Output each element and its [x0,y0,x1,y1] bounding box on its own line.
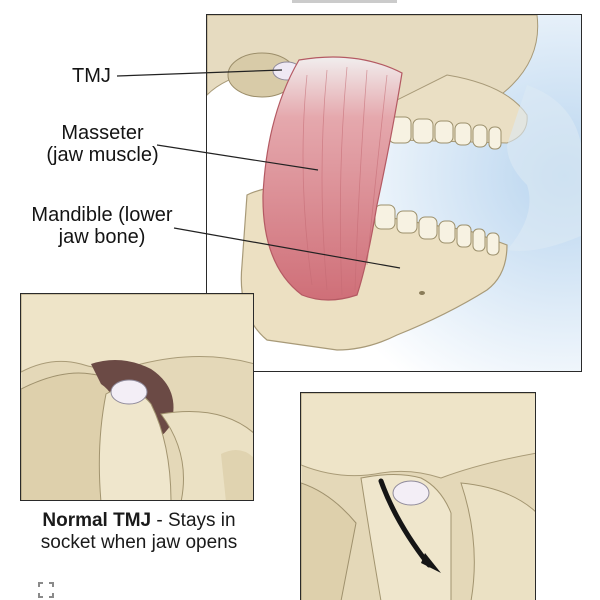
mandible-leader-line [173,227,401,269]
normal-tmj-caption: Normal TMJ - Stays in socket when jaw op… [14,510,264,554]
normal-tmj-illustration [21,294,253,500]
skull-jaw-illustration [207,15,581,371]
masseter-label: Masseter (jaw muscle) [40,122,165,166]
dislocated-tmj-inset-panel [300,392,536,600]
masseter-muscle [262,56,403,301]
dislocation-arrow [378,478,432,568]
mandible-label: Mandible (lower jaw bone) [22,204,182,248]
dislocated-condyle [360,474,452,600]
masseter-label-line1: Masseter [61,122,144,144]
clipped-top-text [292,0,397,3]
mandible-label-line1: Mandible (lower [31,204,173,226]
normal-disc [110,379,148,405]
normal-tmj-inset-panel [20,293,254,501]
lower-teeth [374,204,500,256]
mandible-label-line2: jaw bone) [58,226,146,248]
dislocated-tmj-illustration [301,393,535,600]
caption-line2: socket when jaw opens [40,532,238,553]
label-leader-lines [116,69,401,269]
caption-rest-line1: - Stays in [151,510,236,531]
caption-bold: Normal TMJ [42,510,152,531]
tmj-leader-line [116,69,283,77]
upper-teeth [388,116,502,150]
expand-icon[interactable] [38,582,54,598]
tmj-label: TMJ [72,65,111,87]
main-illustration-panel [206,14,582,372]
dislocated-disc [392,480,430,506]
masseter-leader-line [156,144,319,171]
masseter-label-line2: (jaw muscle) [46,144,159,166]
